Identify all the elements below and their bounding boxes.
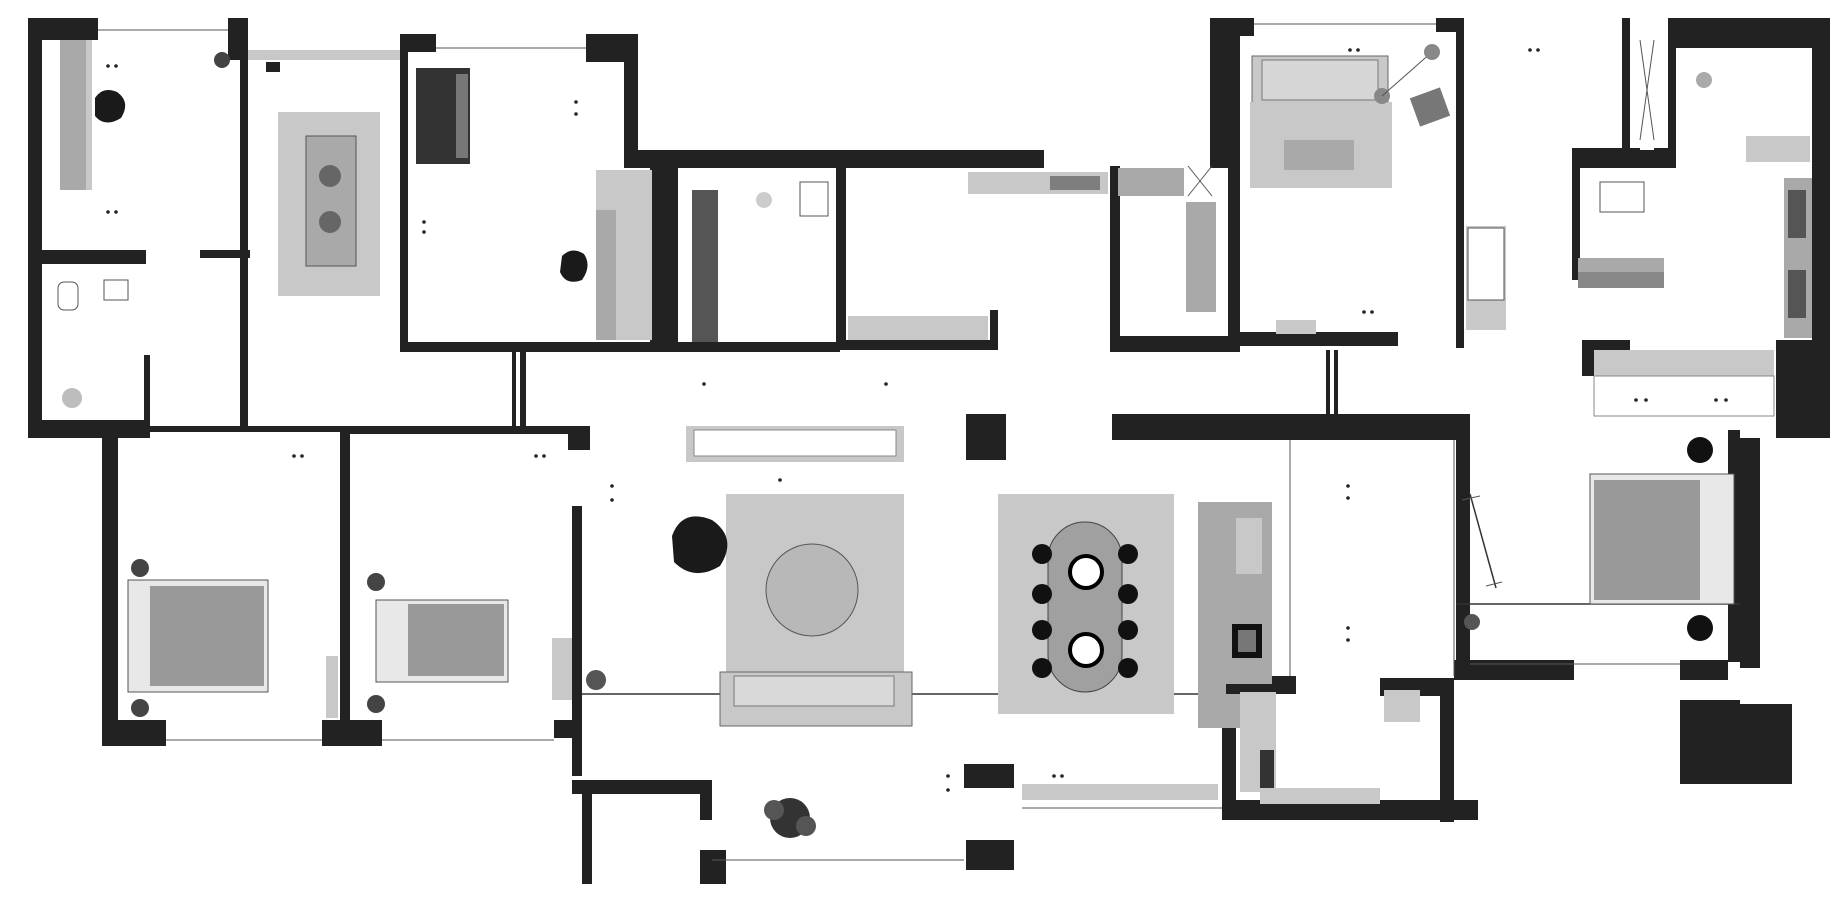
family-room-top-right (1250, 44, 1451, 334)
bathroom-left (44, 264, 144, 420)
bedroom-left-lower (127, 559, 338, 718)
toilet-icon (1599, 181, 1645, 213)
bathtub-icon (1746, 136, 1810, 162)
sink-icon (103, 279, 129, 301)
plant-icon (1464, 614, 1480, 630)
shower-icon (62, 388, 82, 408)
dining-room (998, 494, 1174, 714)
plant-icon (586, 670, 606, 690)
living-room (586, 416, 1006, 727)
master-bedroom (1461, 437, 1735, 641)
plant-icon (214, 52, 230, 68)
armchair-icon (560, 250, 588, 282)
master-bathroom (1599, 30, 1812, 338)
bedroom-child (367, 573, 572, 713)
bedroom-top-left (60, 40, 230, 190)
utility-room (848, 165, 1216, 340)
round-table-icon (765, 543, 859, 637)
balcony (764, 784, 1222, 838)
toilet-icon (57, 281, 79, 311)
bathroom-center (692, 181, 829, 342)
piano-room (416, 68, 652, 340)
armchair-icon (1409, 87, 1451, 127)
toilet-icon (799, 181, 829, 217)
armchair-icon (95, 90, 126, 123)
study-with-rug (248, 50, 400, 296)
dining-table-icon (305, 135, 357, 267)
fixture-dots (106, 48, 1728, 792)
armchair-icon (672, 516, 728, 574)
plant-icon (764, 798, 816, 838)
walk-in-closet (1466, 226, 1775, 417)
kitchen (1198, 502, 1420, 804)
